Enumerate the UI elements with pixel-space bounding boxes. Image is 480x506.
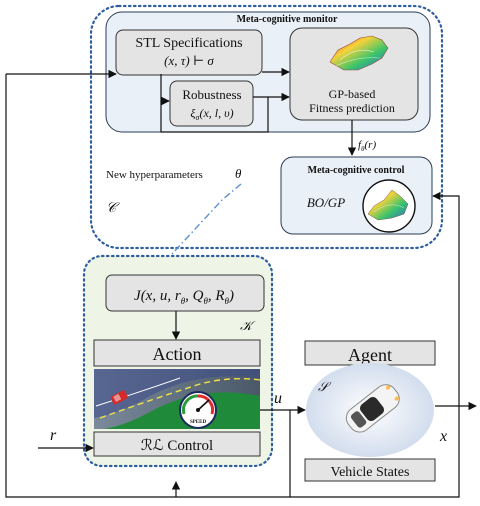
vehicle-states-label: Vehicle States	[331, 465, 410, 480]
gp-fitness-box: GP-based Fitness prediction	[289, 27, 419, 121]
road-image: SPEED	[94, 369, 261, 429]
r-label: r	[50, 427, 57, 444]
fitness-label: fθ(r)	[358, 139, 376, 153]
stl-formula: (x, τ) ⊢ σ	[164, 53, 214, 68]
bo-surface-plot	[367, 189, 409, 221]
x-label: x	[439, 428, 447, 445]
meta-control-box: Meta-cognitive control BO/GP	[280, 156, 433, 235]
c-label: 𝒞	[106, 201, 120, 216]
rl-control-label: ℛℒ Control	[141, 438, 213, 454]
gp-surface-plot	[329, 35, 389, 71]
agent-label: Agent	[348, 345, 392, 365]
hyperparameters-text: New hyperparameters	[106, 169, 203, 181]
agent-panel: Agent 𝒮 Vehicle States	[304, 340, 436, 482]
action-label: Action	[153, 344, 202, 364]
u-label: u	[274, 390, 282, 407]
meta-cognitive-region	[89, 4, 444, 250]
robustness-box: Robustness ξσ(x, l, υ)	[169, 80, 254, 127]
gp-title: GP-based	[329, 87, 376, 101]
gp-subtitle: Fitness prediction	[309, 101, 395, 115]
robustness-formula: ξσ(x, l, υ)	[190, 106, 233, 122]
rl-control-box: ℛℒ Control	[93, 431, 261, 457]
white-car-icon	[345, 384, 400, 433]
robustness-title: Robustness	[182, 87, 241, 102]
hyperparameter-arrow	[145, 183, 242, 283]
control-title: Meta-cognitive control	[308, 165, 405, 176]
speed-label: SPEED	[190, 420, 207, 425]
signal-lines	[5, 74, 477, 498]
control-formula: BO/GP	[307, 195, 345, 210]
cost-function-box: J(x, u, rθ, Qθ, Rθ)	[105, 274, 265, 312]
monitor-title: Meta-cognitive monitor	[237, 14, 338, 25]
monitor-arrows	[6, 67, 357, 156]
stl-box: STL Specifications (x, τ) ⊢ σ	[115, 29, 263, 76]
k-label: 𝒦	[240, 318, 256, 333]
theta-symbol: θ	[235, 166, 242, 181]
red-car-icon	[110, 390, 128, 405]
cost-function-formula: J(x, u, rθ, Qθ, Rθ)	[134, 288, 234, 306]
stl-title: STL Specifications	[135, 36, 242, 51]
action-box: Action	[93, 339, 261, 367]
speedometer-icon: SPEED	[179, 391, 217, 429]
